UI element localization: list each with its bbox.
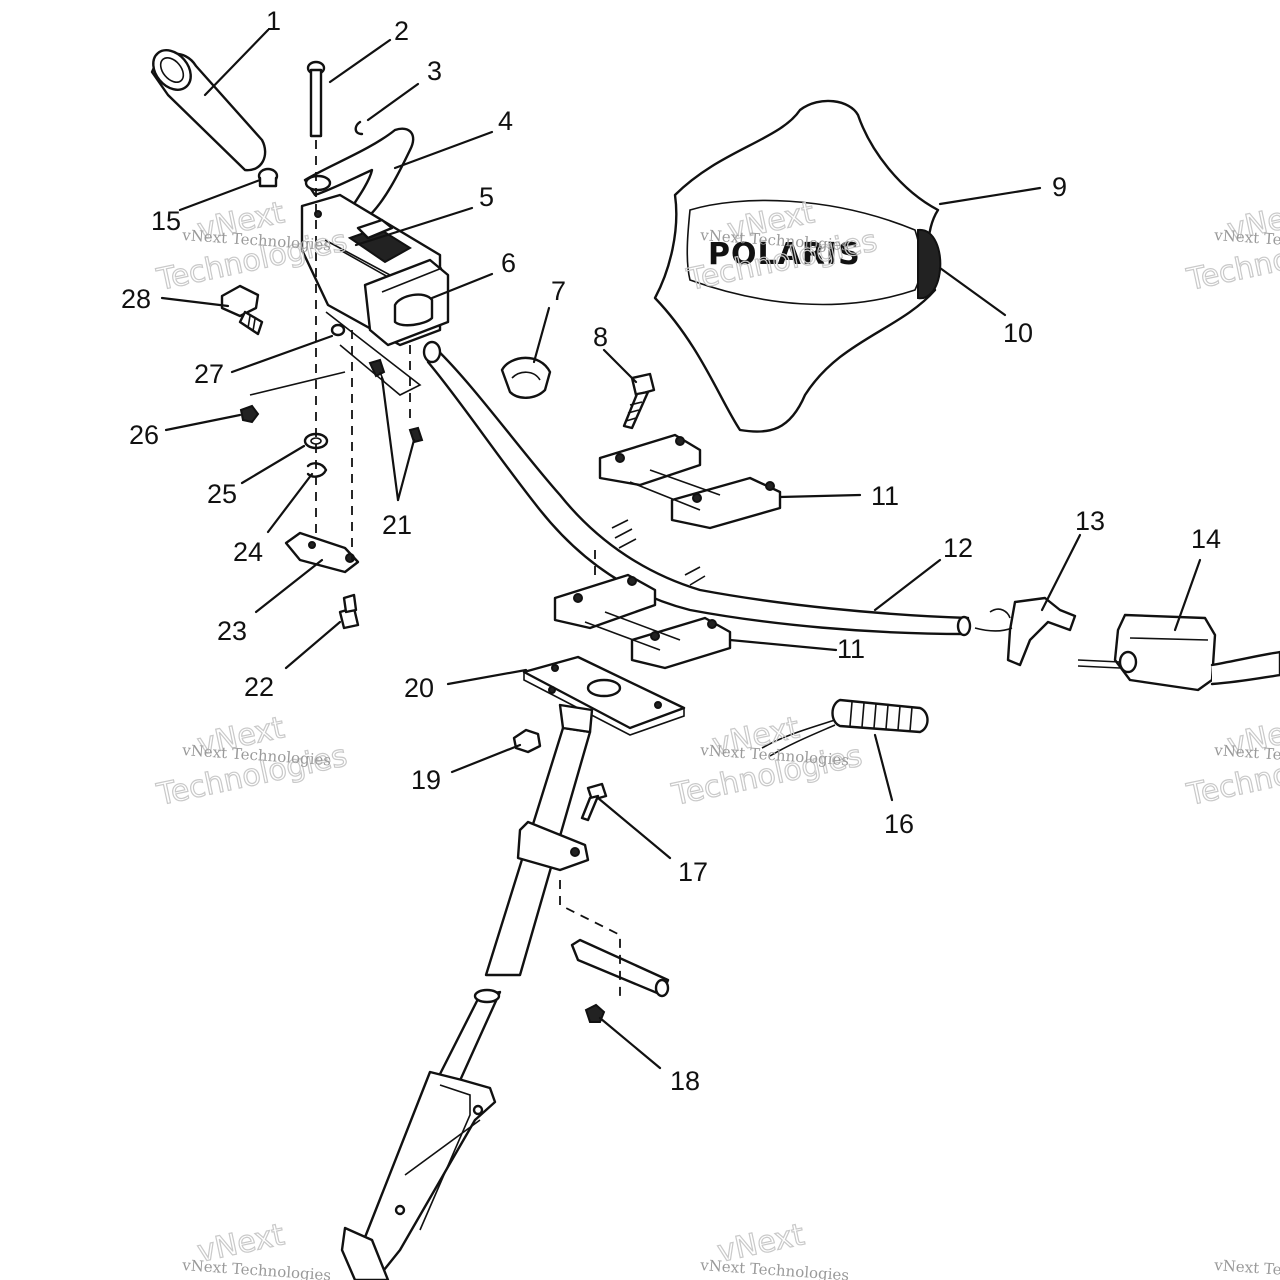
callout-19: 19 [411,765,441,795]
callout-20: 20 [404,673,434,703]
steering-post [340,726,592,1280]
callout-24: 24 [233,537,263,567]
callout-22: 22 [244,672,274,702]
callout-1: 1 [266,6,281,36]
screws-21 [368,358,424,444]
wire-clip [500,356,552,399]
callout-4: 4 [498,106,513,136]
watermark-bottom-right: vNext Technologies [1213,1256,1280,1280]
mount-plate-23 [284,531,360,574]
callout-16: 16 [884,809,914,839]
callout-7: 7 [551,276,566,306]
bracket-plate [325,311,422,396]
switch-housing [1077,613,1280,692]
mounting-plate [522,655,686,736]
screw-small-27 [330,323,346,337]
callout-8: 8 [593,322,608,352]
callout-18: 18 [670,1066,700,1096]
watermark-bottom-center: vNext vNext Technologies [699,1217,850,1280]
watermark-mid-left: vNext Technologies vNext Technologies [153,710,351,814]
callout-27: 27 [194,359,224,389]
callout-14: 14 [1191,524,1221,554]
handlebar-pad: POLARIS [653,99,942,433]
watermark-bottom-left: vNext vNext Technologies [181,1217,332,1280]
watermark-top-right: vNext Technologies vNext Technologies [1183,195,1280,299]
callout-25: 25 [207,479,237,509]
grip [150,49,267,172]
leader-lines [160,28,1202,1070]
heater-element [761,698,929,757]
callout-17: 17 [678,857,708,887]
callout-11-upper: 11 [871,481,899,511]
callout-26: 26 [129,420,159,450]
callout-5: 5 [479,182,494,212]
watermark-text: vNext Technologies [1213,1256,1280,1280]
brake-lever [303,127,415,217]
callout-12: 12 [943,533,973,563]
nut-26 [239,404,260,424]
master-cylinder-cover [363,258,450,347]
screw-22 [338,593,360,630]
callout-2: 2 [394,16,409,46]
adjuster-knob [220,284,264,336]
handlebar [422,340,972,637]
watermark-mid-center: vNext Technologies vNext Technologies [668,710,866,814]
assembly-lines [249,140,621,1000]
nut-19 [512,728,542,754]
callout-6: 6 [501,248,516,278]
e-clip [354,120,364,136]
callout-10: 10 [1003,318,1033,348]
callout-3: 3 [427,56,442,86]
watermark-mid-right: vNext Technologies vNext Technologies [1183,710,1280,814]
handlebar-clamp-upper [598,433,782,530]
callout-15: 15 [151,206,181,236]
pin-18 [570,938,670,998]
handlebar-clamp-lower [553,573,732,670]
bolt-17 [580,782,608,822]
pad-logo-text: POLARIS [708,237,861,272]
watermark-text: vNext Technologies [699,1256,850,1280]
callout-numbers: 1 2 3 4 5 6 7 8 9 10 11 11 12 13 14 15 1… [121,6,1221,1096]
callout-28: 28 [121,284,151,314]
throttle-lever [974,596,1077,667]
callout-21: 21 [382,510,412,540]
callout-11-lower: 11 [837,634,865,664]
callout-13: 13 [1075,506,1105,536]
callout-23: 23 [217,616,247,646]
plug-cap [257,167,279,188]
pin [306,60,326,138]
watermark-text: vNext Technologies [181,1256,332,1280]
clamp-bolt [622,372,656,430]
callout-9: 9 [1052,172,1067,202]
